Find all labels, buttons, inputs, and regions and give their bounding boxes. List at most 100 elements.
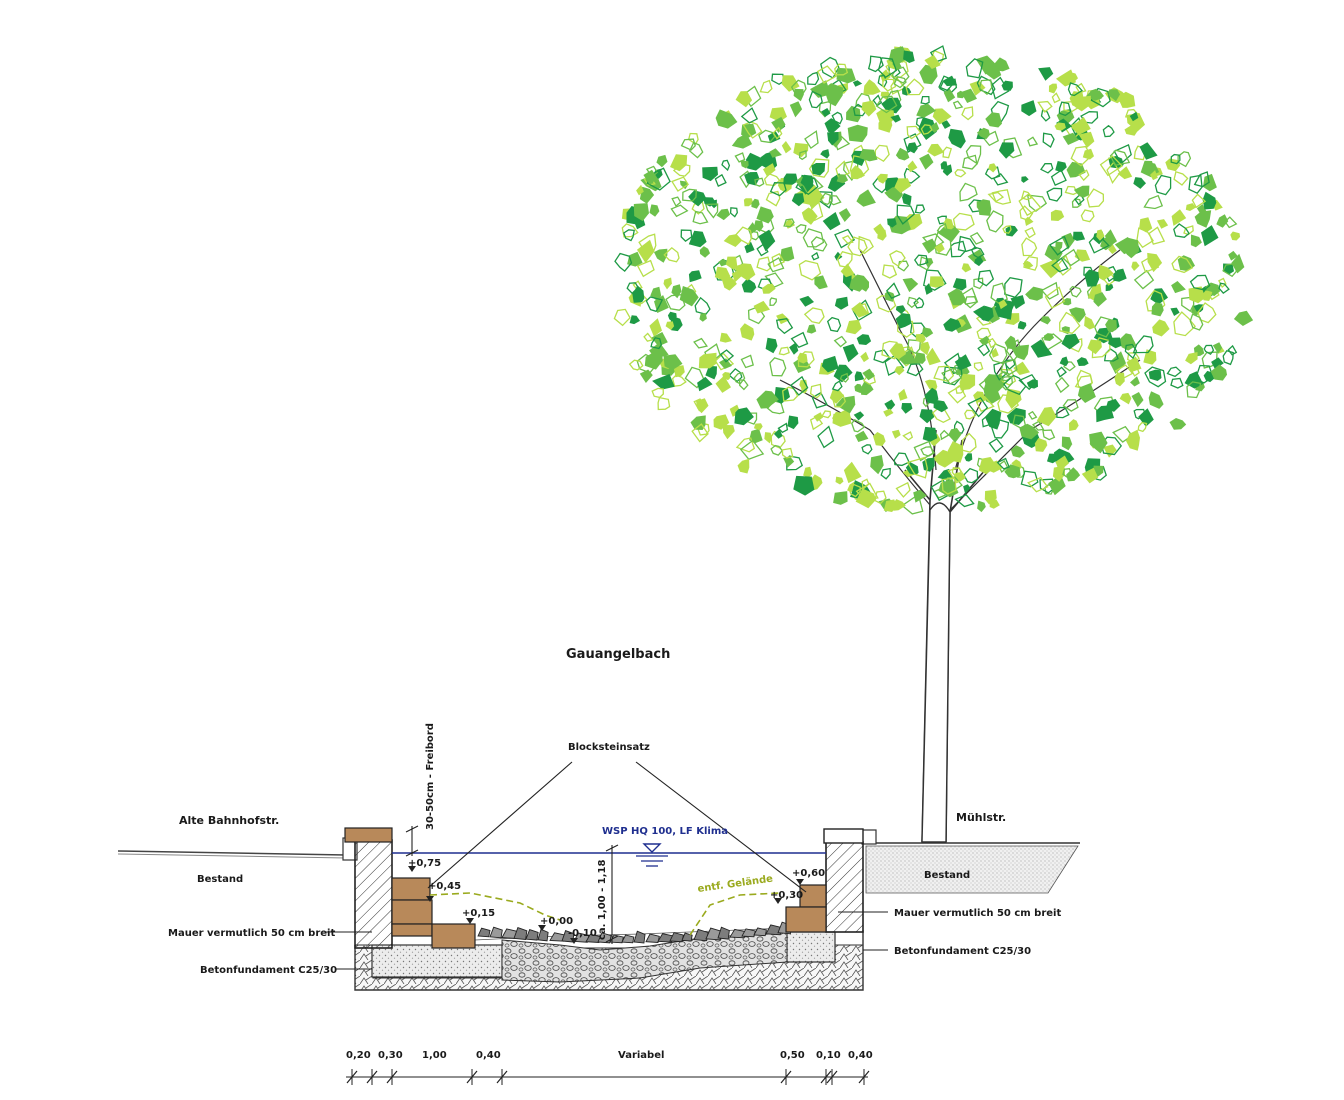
leaf — [922, 426, 938, 442]
cobble-stone — [609, 934, 624, 944]
leaf — [1131, 392, 1144, 408]
leaf — [858, 149, 878, 162]
leaf — [614, 252, 633, 273]
leaf — [978, 199, 992, 216]
leaf — [811, 391, 828, 409]
leaf — [942, 146, 953, 159]
leaf — [895, 305, 906, 314]
leaf — [884, 354, 905, 376]
leaf — [877, 173, 888, 184]
leaf — [885, 282, 901, 300]
leaf — [823, 83, 844, 107]
leaf — [1127, 112, 1143, 132]
leaf — [787, 415, 799, 430]
leaf — [961, 432, 977, 453]
leaf — [978, 457, 998, 475]
leaf — [793, 88, 804, 102]
leaf — [1189, 313, 1204, 331]
leaf — [870, 455, 884, 475]
ground-right — [861, 829, 1080, 894]
leaf — [986, 210, 1004, 233]
leaf — [838, 208, 851, 222]
leaf — [1145, 161, 1160, 176]
leaf — [834, 228, 856, 249]
leaf — [759, 79, 773, 94]
leaf — [729, 207, 738, 218]
leaf — [740, 323, 755, 341]
leaf — [877, 57, 898, 79]
leaf — [933, 365, 955, 382]
leaf — [897, 260, 910, 272]
leaf — [751, 198, 760, 209]
leaf — [988, 343, 1008, 365]
leaf — [1089, 431, 1108, 454]
leaf — [690, 415, 706, 430]
leaf — [791, 193, 805, 207]
leaf — [841, 234, 854, 244]
leaf — [1087, 339, 1102, 355]
water-level — [392, 843, 826, 867]
leaf — [1148, 226, 1166, 245]
leaf — [1170, 307, 1180, 316]
leaf — [854, 383, 863, 394]
cobble-stone — [645, 933, 660, 943]
leaf — [626, 282, 639, 295]
leaf — [992, 173, 1009, 186]
leaf — [889, 250, 906, 267]
leaf — [1017, 320, 1027, 330]
leaf — [1143, 349, 1157, 365]
leaf — [965, 58, 984, 79]
leaf — [719, 332, 732, 343]
leaf — [1108, 244, 1117, 255]
leaf — [753, 423, 763, 431]
leaf — [964, 453, 973, 462]
leaf — [811, 163, 826, 176]
leaf — [920, 341, 930, 356]
leaf — [771, 116, 786, 133]
leaf — [947, 441, 964, 463]
cobble-stone — [525, 929, 539, 941]
leaf — [1097, 264, 1114, 281]
leaf — [719, 358, 732, 369]
leaf — [1171, 209, 1187, 226]
dimension-slash — [366, 1070, 378, 1084]
leaf — [735, 91, 753, 108]
leaf — [1042, 429, 1056, 441]
leaf — [742, 121, 763, 139]
leaf — [1080, 209, 1095, 223]
leaf — [804, 130, 819, 150]
leaf — [1024, 226, 1036, 239]
leaf — [1021, 190, 1033, 201]
leaf — [924, 387, 939, 404]
leaf — [822, 212, 841, 231]
leaf — [636, 184, 644, 196]
leaf — [1177, 255, 1195, 272]
leaf — [954, 494, 975, 508]
leaf — [1037, 100, 1053, 113]
leaf — [953, 420, 965, 434]
leaf — [1166, 366, 1182, 378]
leaf — [933, 399, 949, 413]
leaf — [1137, 421, 1148, 433]
leaf — [680, 229, 693, 242]
leaf — [1027, 410, 1038, 420]
leaf — [1010, 445, 1025, 458]
leaf — [1059, 311, 1081, 335]
leaf — [977, 500, 986, 513]
leaf — [991, 189, 1012, 205]
leaf — [914, 352, 926, 364]
leaf — [1059, 356, 1069, 367]
leaf — [1093, 292, 1107, 307]
cobble-stone — [573, 932, 590, 943]
leaf — [987, 191, 1005, 203]
leaf — [922, 238, 938, 254]
dimension-chain: 0,20 0,30 1,00 0,40 Variabel 0,50 0,10 0… — [346, 1050, 873, 1085]
leaf — [697, 376, 713, 392]
leaf — [789, 342, 799, 355]
leaf — [1188, 286, 1206, 304]
leaf — [715, 109, 738, 129]
leaf — [1055, 161, 1067, 173]
leaf — [763, 173, 781, 187]
leaf — [1027, 476, 1049, 493]
